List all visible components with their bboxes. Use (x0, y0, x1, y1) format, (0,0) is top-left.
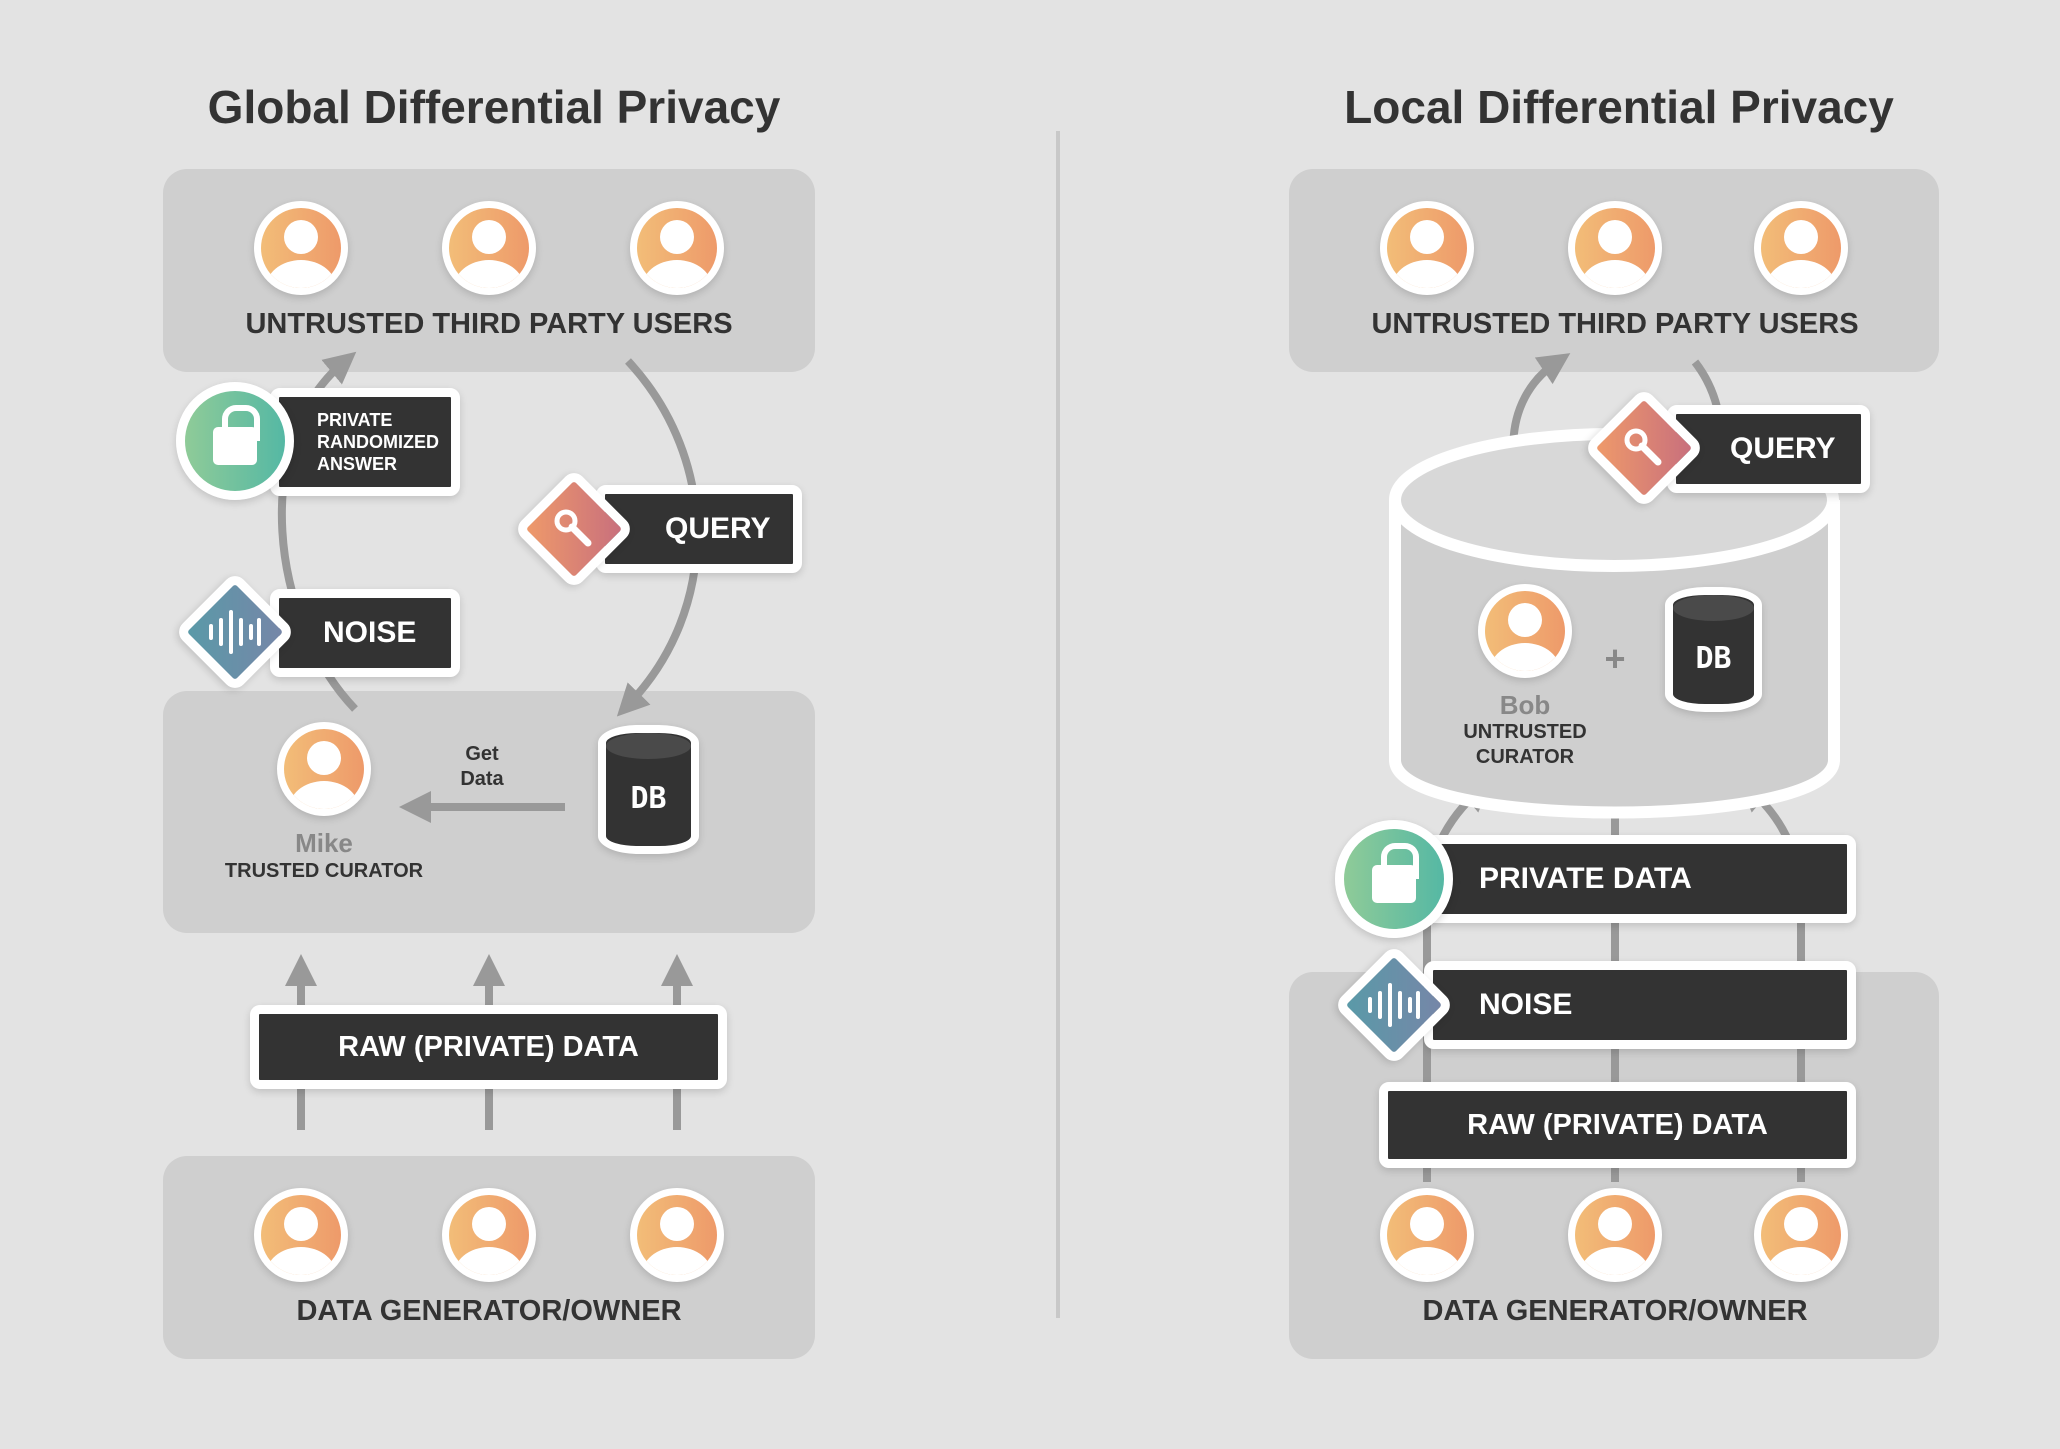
search-icon (1583, 387, 1705, 509)
global-title: Global Differential Privacy (207, 81, 781, 133)
local-users-label: UNTRUSTED THIRD PARTY USERS (1371, 308, 1859, 340)
user-avatar (1568, 201, 1662, 295)
waveform-icon (174, 571, 296, 693)
global-owners-label: DATA GENERATOR/OWNER (296, 1295, 682, 1327)
local-raw-data-tag: RAW (PRIVATE) DATA (1379, 1082, 1856, 1168)
waveform-icon (1333, 944, 1455, 1066)
divider (1056, 131, 1060, 1318)
query-label: QUERY (665, 512, 771, 545)
role-line: UNTRUSTED (1463, 721, 1587, 743)
curator-name: Mike (295, 828, 353, 858)
curator-role: TRUSTED CURATOR (224, 860, 424, 882)
lock-icon (176, 382, 294, 500)
curator-name: Bob (1499, 690, 1551, 720)
curator-cylinder (1389, 428, 1840, 819)
global-curator-panel (163, 691, 815, 933)
role-line: CURATOR (1475, 746, 1575, 768)
user-avatar (630, 201, 724, 295)
raw-data-label: RAW (PRIVATE) DATA (338, 1030, 639, 1063)
local-query-tag: QUERY (1667, 405, 1870, 493)
owner-avatar (442, 1188, 536, 1282)
curator-role: UNTRUSTED CURATOR (1463, 720, 1586, 770)
owner-avatar (254, 1188, 348, 1282)
answer-line: ANSWER (317, 454, 397, 474)
global-raw-data-tag: RAW (PRIVATE) DATA (250, 1005, 727, 1089)
answer-line: PRIVATE (317, 410, 393, 430)
get-data-line: Get (465, 743, 499, 765)
plus-sign: + (1604, 638, 1626, 679)
curator-avatar (277, 722, 371, 816)
curator-avatar (1478, 584, 1572, 678)
db-label: DB (1695, 641, 1732, 676)
user-avatar (442, 201, 536, 295)
private-data-label: PRIVATE DATA (1479, 862, 1692, 895)
answer-line: RANDOMIZED (317, 432, 439, 452)
global-users-label: UNTRUSTED THIRD PARTY USERS (245, 308, 733, 340)
lock-icon (1335, 820, 1453, 938)
noise-label: NOISE (1479, 988, 1573, 1021)
get-data-line: Data (460, 768, 504, 790)
global-query-tag: QUERY (596, 485, 802, 573)
private-data-tag: PRIVATE DATA (1424, 835, 1856, 923)
owner-avatar (1754, 1188, 1848, 1282)
database-icon: DB (1665, 587, 1762, 712)
db-label: DB (630, 781, 667, 816)
database-icon: DB (598, 725, 699, 854)
local-noise-tag: NOISE (1424, 961, 1856, 1049)
raw-data-label: RAW (PRIVATE) DATA (1467, 1108, 1768, 1141)
query-label: QUERY (1730, 432, 1836, 465)
user-avatar (1380, 201, 1474, 295)
user-avatar (254, 201, 348, 295)
owner-avatar (1380, 1188, 1474, 1282)
noise-label: NOISE (323, 616, 417, 649)
local-owners-label: DATA GENERATOR/OWNER (1422, 1295, 1808, 1327)
user-avatar (1754, 201, 1848, 295)
owner-avatar (1568, 1188, 1662, 1282)
search-icon (513, 468, 635, 590)
global-noise-tag: NOISE (270, 589, 460, 677)
local-title: Local Differential Privacy (1344, 81, 1894, 133)
owner-avatar (630, 1188, 724, 1282)
